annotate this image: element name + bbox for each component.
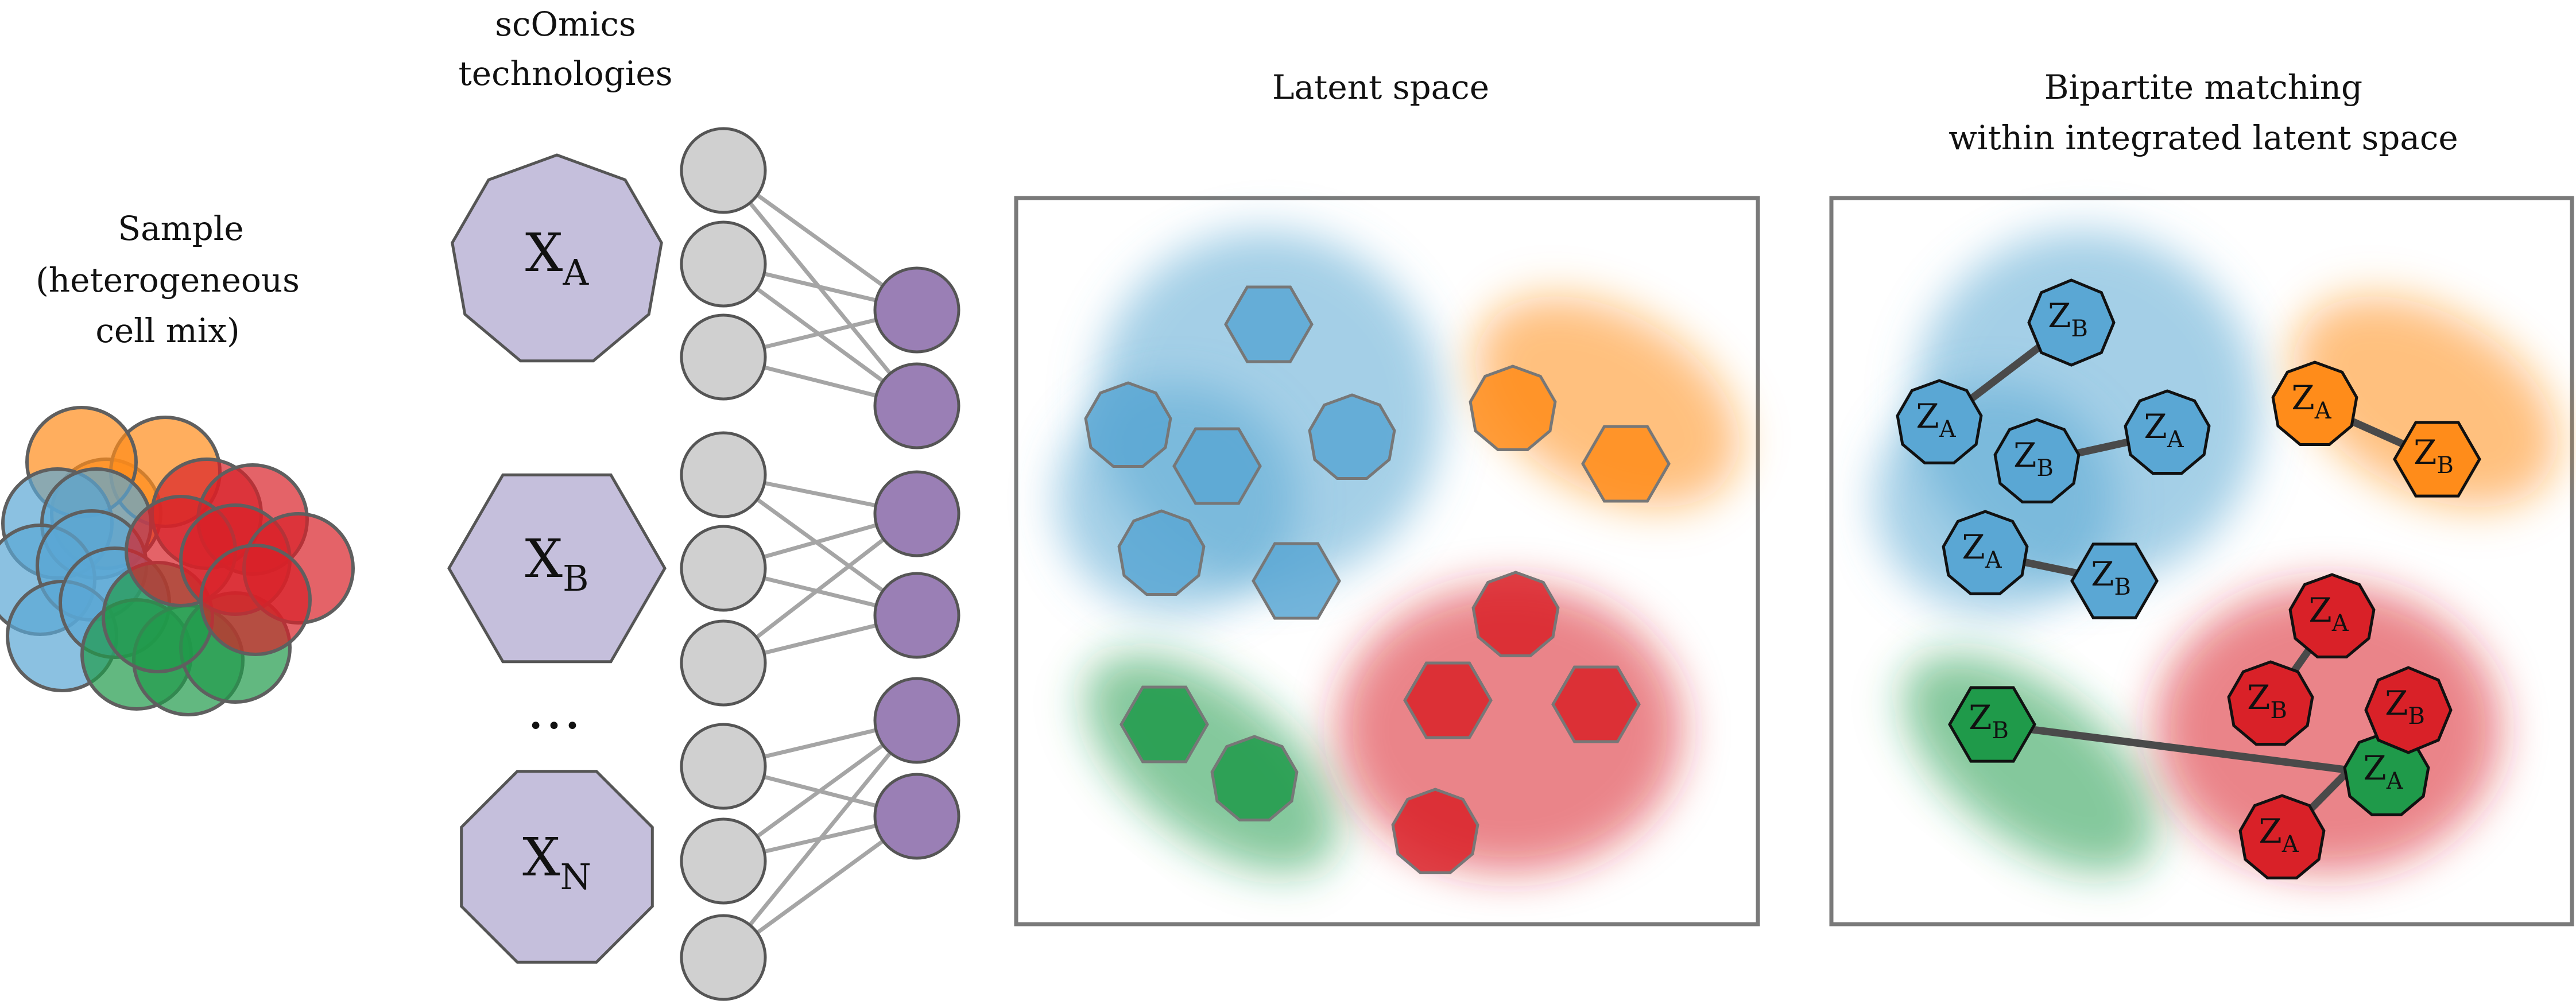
matched-cell-zb (1993, 418, 2081, 503)
latent-cell-blue (1224, 285, 1314, 363)
bipartite-title-line2: within integrated latent space (1949, 118, 2458, 157)
input-node (680, 914, 767, 1001)
modality-label-b: XB (525, 528, 588, 599)
matched-cell-label: ZA (2308, 591, 2349, 637)
matched-cell-label: ZA (2259, 812, 2299, 858)
matched-cell-label: ZA (2144, 407, 2184, 453)
modality-label-a: XA (525, 222, 590, 293)
latent-title: Latent space (1272, 68, 1489, 107)
latent-cell-blue (1172, 427, 1262, 505)
bipartite-section: Bipartite matching within integrated lat… (1829, 68, 2574, 926)
latent-space-section: Latent space (1014, 68, 1760, 926)
latent-node (873, 266, 960, 354)
latent-cells (1084, 285, 1671, 874)
matched-cell-label: ZB (2247, 678, 2287, 724)
latent-node (873, 773, 960, 860)
matched-cell-label: ZA (1916, 397, 1956, 443)
latent-cell-orange (1581, 425, 1671, 503)
encoder-nodes (680, 127, 960, 1001)
bipartite-title-line1: Bipartite matching (2044, 68, 2362, 107)
matched-cell-za (2238, 794, 2326, 879)
input-node (680, 723, 767, 810)
matched-cell-label: ZB (1969, 698, 2009, 744)
modality-shape-b (447, 473, 667, 664)
matched-cell-zb (2364, 666, 2453, 754)
cloud-orange (1475, 296, 1740, 507)
technologies-section: scOmics technologies XA XB XN ••• (447, 5, 960, 1001)
input-node (680, 619, 767, 707)
matched-cell-zb (2393, 421, 2481, 498)
encoder-edge (722, 719, 919, 959)
latent-node (873, 677, 960, 764)
matched-cell-label: ZA (2363, 749, 2403, 794)
latent-cell-red (1551, 665, 1641, 743)
matched-cell-zb (2070, 542, 2159, 619)
latent-cell-green (1210, 735, 1299, 821)
matched-cell-za (2288, 573, 2376, 658)
modality-label-n: XN (522, 827, 591, 898)
sample-title-line2: (heterogeneous (36, 261, 300, 300)
input-node (680, 127, 767, 214)
modality-shape-n (460, 770, 654, 964)
input-node (680, 817, 767, 905)
cloud-green (1085, 654, 1338, 873)
tech-title-line2: technologies (459, 54, 673, 93)
bipartite-panel-frame (1829, 196, 2574, 926)
input-node (680, 313, 767, 401)
matched-cell-label: ZB (2048, 296, 2088, 342)
matched-cell-label: ZA (2291, 378, 2331, 424)
latent-cell-green (1120, 685, 1209, 763)
latent-cell-red (1471, 571, 1560, 657)
latent-cell-orange (1469, 365, 1557, 451)
cloud-orange (2294, 296, 2558, 507)
latent-cell-red (1391, 788, 1479, 874)
input-node (680, 220, 767, 308)
matched-cell-label: ZA (1962, 528, 2002, 573)
matched-cell-zb (2027, 278, 2116, 367)
latent-panel-frame (1014, 196, 1760, 926)
cloud-green (1903, 654, 2156, 873)
modality-shapes (447, 153, 667, 964)
latent-node (873, 470, 960, 557)
modality-shape-a (451, 153, 663, 363)
latent-cell-blue (1252, 542, 1341, 620)
cell-mix-cluster (0, 406, 355, 716)
matched-cell-label: ZB (2091, 555, 2131, 600)
input-node (680, 525, 767, 612)
matched-cell-zb (2227, 660, 2314, 746)
matched-cell-za (2124, 389, 2211, 475)
matched-cell-za (2271, 360, 2358, 446)
matched-cell-za (1896, 379, 1983, 464)
matched-cell-za (1942, 510, 2029, 595)
latent-node (873, 362, 960, 449)
match-edge (1992, 720, 2387, 779)
latent-cell-red (1403, 661, 1493, 739)
matched-cell-label: ZB (2414, 433, 2454, 479)
input-node (680, 431, 767, 518)
matched-cell-label: ZB (2385, 684, 2425, 730)
bipartite-cells: ZA ZB ZA ZB ZA ZB ZA ZB ZA ZB ZA ZB ZA ZB (1896, 278, 2481, 879)
latent-cell-blue (1308, 393, 1396, 480)
latent-cell-blue (1117, 509, 1206, 596)
sample-title-line3: cell mix) (95, 311, 239, 350)
ellipsis: ••• (528, 712, 583, 741)
latent-cell-blue (1084, 381, 1172, 468)
matched-cell-zb (1948, 686, 2036, 763)
sample-title-line1: Sample (118, 209, 243, 248)
sample-section: Sample (heterogeneous cell mix) (0, 209, 355, 716)
tech-title-line1: scOmics (495, 5, 636, 44)
matched-cell-label: ZB (2013, 436, 2054, 482)
latent-node (873, 572, 960, 659)
sample-cell-red (199, 544, 312, 656)
